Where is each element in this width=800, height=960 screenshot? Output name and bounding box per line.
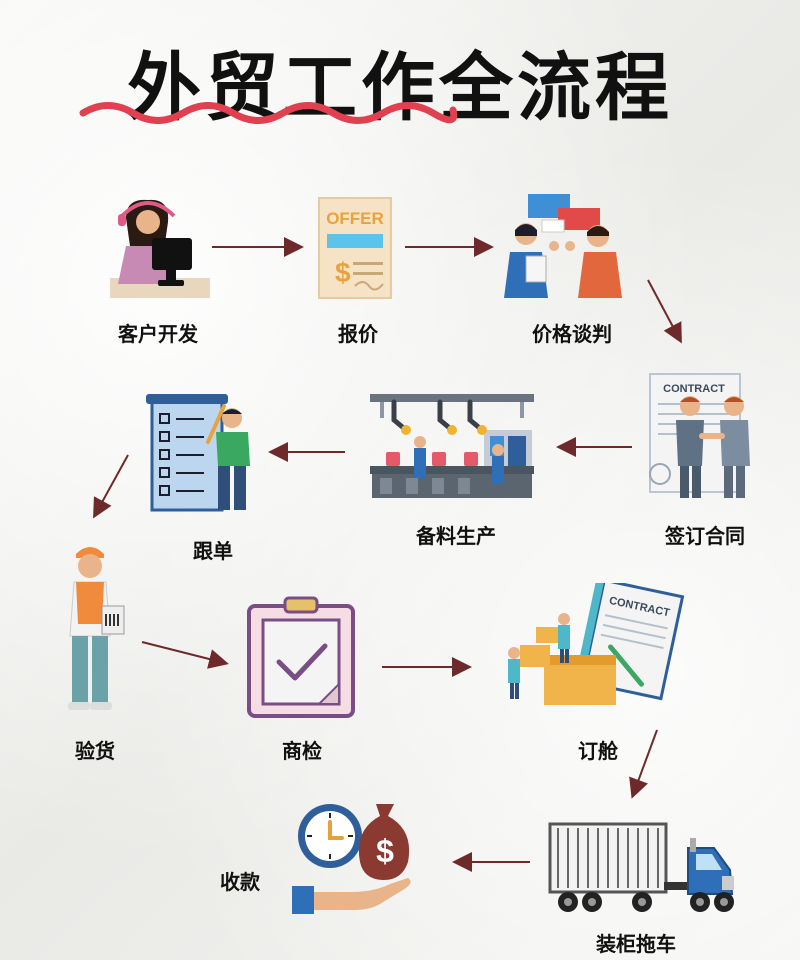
negotiation-icon	[504, 194, 622, 298]
order-tracking-checklist-icon	[146, 394, 250, 512]
step-label-order-tracking: 跟单	[193, 539, 233, 563]
svg-text:OFFER: OFFER	[326, 209, 384, 228]
step-label-booking: 订舱	[578, 739, 618, 763]
step-label-inspection: 验货	[75, 739, 115, 763]
title-underline-wave	[79, 102, 458, 124]
step-label-container-loading-trucking: 装柜拖车	[596, 932, 676, 956]
svg-text:$: $	[376, 833, 394, 869]
customer-service-icon	[110, 199, 210, 298]
factory-production-icon	[370, 394, 534, 498]
container-truck-icon	[548, 822, 734, 912]
booking-boxes-contract-icon: CONTRACT	[508, 583, 685, 705]
step-label-payment-collection: 收款	[220, 870, 260, 894]
step-label-customer-development: 客户开发	[118, 322, 198, 346]
page-title: 外贸工作全流程	[127, 45, 673, 131]
offer-document-icon: OFFER $	[318, 197, 392, 299]
step-label-sign-contract: 签订合同	[665, 524, 745, 548]
step-label-commodity-inspection: 商检	[282, 739, 322, 763]
arrow-7	[141, 641, 229, 669]
arrow-6	[93, 454, 129, 519]
step-label-quotation: 报价	[338, 322, 378, 346]
contract-handshake-icon: CONTRACT	[649, 373, 750, 498]
arrow-3	[647, 279, 682, 344]
clipboard-check-icon	[247, 596, 355, 718]
step-label-price-negotiation: 价格谈判	[532, 322, 612, 346]
inspector-worker-icon	[68, 547, 125, 710]
svg-text:CONTRACT: CONTRACT	[663, 383, 725, 395]
payment-clock-moneybag-icon: $	[292, 804, 411, 914]
step-label-material-production: 备料生产	[416, 524, 496, 548]
svg-text:$: $	[335, 257, 351, 288]
arrow-9	[629, 729, 658, 799]
